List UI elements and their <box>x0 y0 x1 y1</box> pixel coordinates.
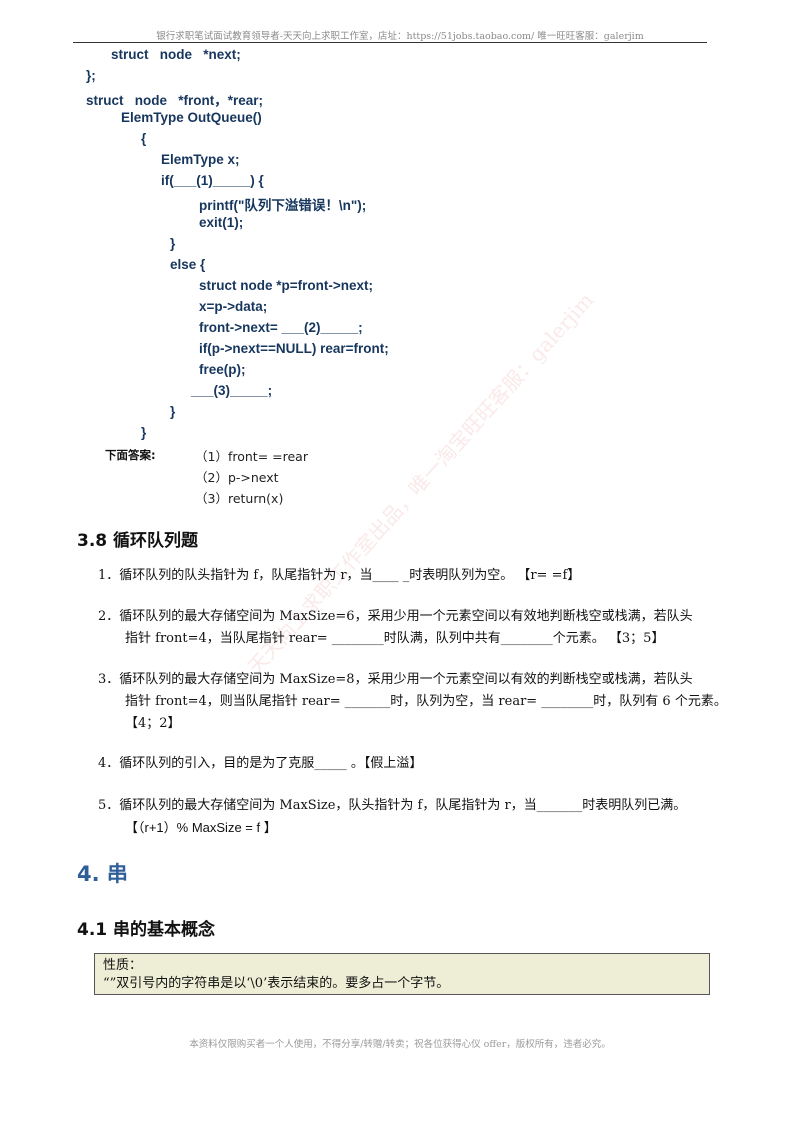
question-line: 指针 front=4，当队尾指针 rear= ________时队满，队列中共有… <box>125 631 665 646</box>
code-line: }; <box>86 68 96 83</box>
code-line: front->next= ___(2)_____; <box>199 320 363 335</box>
code-line: struct node *next; <box>111 47 241 62</box>
section-title: 4.1 串的基本概念 <box>77 920 216 940</box>
code-line: } <box>141 425 147 440</box>
question-line: 【4；2】 <box>125 716 181 731</box>
code-line: x=p->data; <box>199 299 268 314</box>
code-line: exit(1); <box>199 215 244 230</box>
question-item: 1．循环队列的队头指针为 f，队尾指针为 r，当____ _时表明队列为空。 【… <box>98 565 738 587</box>
code-line: } <box>170 236 176 251</box>
answer-item: （2）p->next <box>195 470 279 485</box>
property-box-heading: 性质： <box>103 958 143 973</box>
code-line: struct node *p=front->next; <box>199 278 374 293</box>
chapter-title: 4. 串 <box>77 862 128 886</box>
code-line: struct node *front，*rear; <box>86 93 264 108</box>
code-line: printf("队列下溢错误！\n"); <box>199 198 367 213</box>
code-line: ElemType x; <box>161 152 240 167</box>
page-footer: 本资料仅限购买者一个人使用，不得分享/转赠/转卖；祝各位获得心仪 offer，版… <box>189 1039 611 1050</box>
question-line: 3．循环队列的最大存储空间为 MaxSize=8，采用少用一个元素空间以有效的判… <box>98 672 693 687</box>
question-item: 5．循环队列的最大存储空间为 MaxSize，队头指针为 f，队尾指针为 r，当… <box>98 795 738 839</box>
answer-item: （3）return(x) <box>195 491 284 506</box>
question-line: 2．循环队列的最大存储空间为 MaxSize=6，采用少用一个元素空间以有效地判… <box>98 609 693 624</box>
question-line: 【（r+1）% MaxSize = f 】 <box>125 820 277 835</box>
page-header: 银行求职笔试面试教育领导者-天天向上求职工作室，店址：https://51job… <box>156 31 644 42</box>
code-line: ___(3)_____; <box>191 383 273 398</box>
code-line: { <box>141 131 147 146</box>
answers-label: 下面答案: <box>105 448 156 462</box>
property-box: 性质： “”双引号内的字符串是以‘\0’表示结束的。要多占一个字节。 <box>94 953 710 995</box>
property-box-text: “”双引号内的字符串是以‘\0’表示结束的。要多占一个字节。 <box>103 976 450 991</box>
answer-item: （1）front= =rear <box>195 449 308 464</box>
header-rule <box>73 42 707 43</box>
question-line: 指针 front=4，则当队尾指针 rear= _______时，队列为空，当 … <box>125 694 727 709</box>
question-item: 2．循环队列的最大存储空间为 MaxSize=6，采用少用一个元素空间以有效地判… <box>98 606 738 650</box>
code-line: ElemType OutQueue() <box>121 110 262 125</box>
question-line: 1．循环队列的队头指针为 f，队尾指针为 r，当____ _时表明队列为空。 【… <box>98 568 581 583</box>
code-line: if(p->next==NULL) rear=front; <box>199 341 389 356</box>
question-line: 4．循环队列的引入，目的是为了克服_____ 。【假上溢】 <box>98 756 423 771</box>
code-line: } <box>170 404 176 419</box>
question-line: 5．循环队列的最大存储空间为 MaxSize，队头指针为 f，队尾指针为 r，当… <box>98 798 687 813</box>
code-line: free(p); <box>199 362 246 377</box>
question-item: 3．循环队列的最大存储空间为 MaxSize=8，采用少用一个元素空间以有效的判… <box>98 669 738 735</box>
question-item: 4．循环队列的引入，目的是为了克服_____ 。【假上溢】 <box>98 753 738 775</box>
code-line: if(___(1)_____) { <box>161 173 264 188</box>
section-title: 3.8 循环队列题 <box>77 531 199 551</box>
code-line: else { <box>170 257 206 272</box>
